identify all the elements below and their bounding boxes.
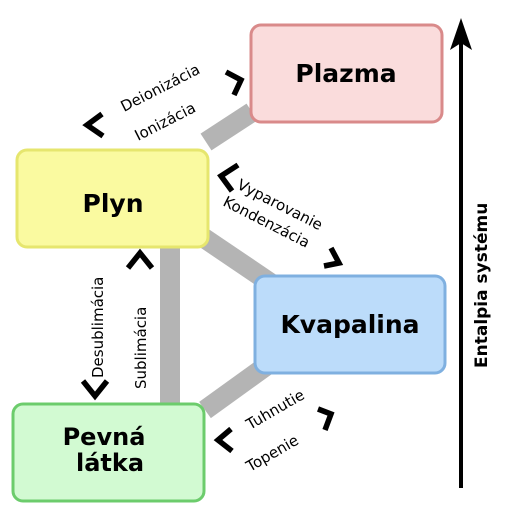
connector-gas-plasma (200, 103, 258, 151)
state-liquid: Kvapalina (253, 274, 447, 375)
enthalpy-axis: Entalpia systému (450, 18, 492, 488)
state-plasma: Plazma (249, 23, 444, 124)
state-gas-label: Plyn (83, 189, 144, 218)
chevron-left-icon (213, 426, 234, 454)
label-melting: Topenie (242, 431, 302, 476)
state-plasma-label: Plazma (295, 59, 396, 88)
arrow-up-icon (450, 18, 472, 50)
chevron-right-icon (323, 246, 344, 269)
state-solid-box (11, 402, 206, 503)
chevron-up-icon (125, 248, 155, 270)
chevron-left-icon (82, 111, 105, 139)
label-sublimation: Sublimácia (132, 307, 150, 389)
state-gas-box (15, 148, 210, 249)
transition-gas-solid: Desublimácia Sublimácia (80, 248, 155, 401)
chevron-right-icon (224, 69, 245, 97)
state-liquid-label: Kvapalina (280, 310, 419, 339)
state-liquid-box (253, 274, 447, 375)
label-solidification: Tuhnutie (242, 386, 307, 434)
state-gas: Plyn (15, 148, 210, 249)
enthalpy-axis-label: Entalpia systému (472, 203, 492, 368)
state-plasma-box (249, 23, 444, 124)
state-solid: Pevná látka (11, 402, 206, 503)
chevron-right-icon (317, 406, 335, 431)
label-deposition: Desublimácia (89, 277, 107, 378)
chevron-left-icon (217, 162, 240, 193)
state-solid-label-line1: Pevná (63, 423, 146, 451)
chevron-down-icon (80, 379, 110, 401)
state-solid-label-line2: látka (76, 449, 144, 477)
connector-liquid-solid (199, 357, 272, 419)
